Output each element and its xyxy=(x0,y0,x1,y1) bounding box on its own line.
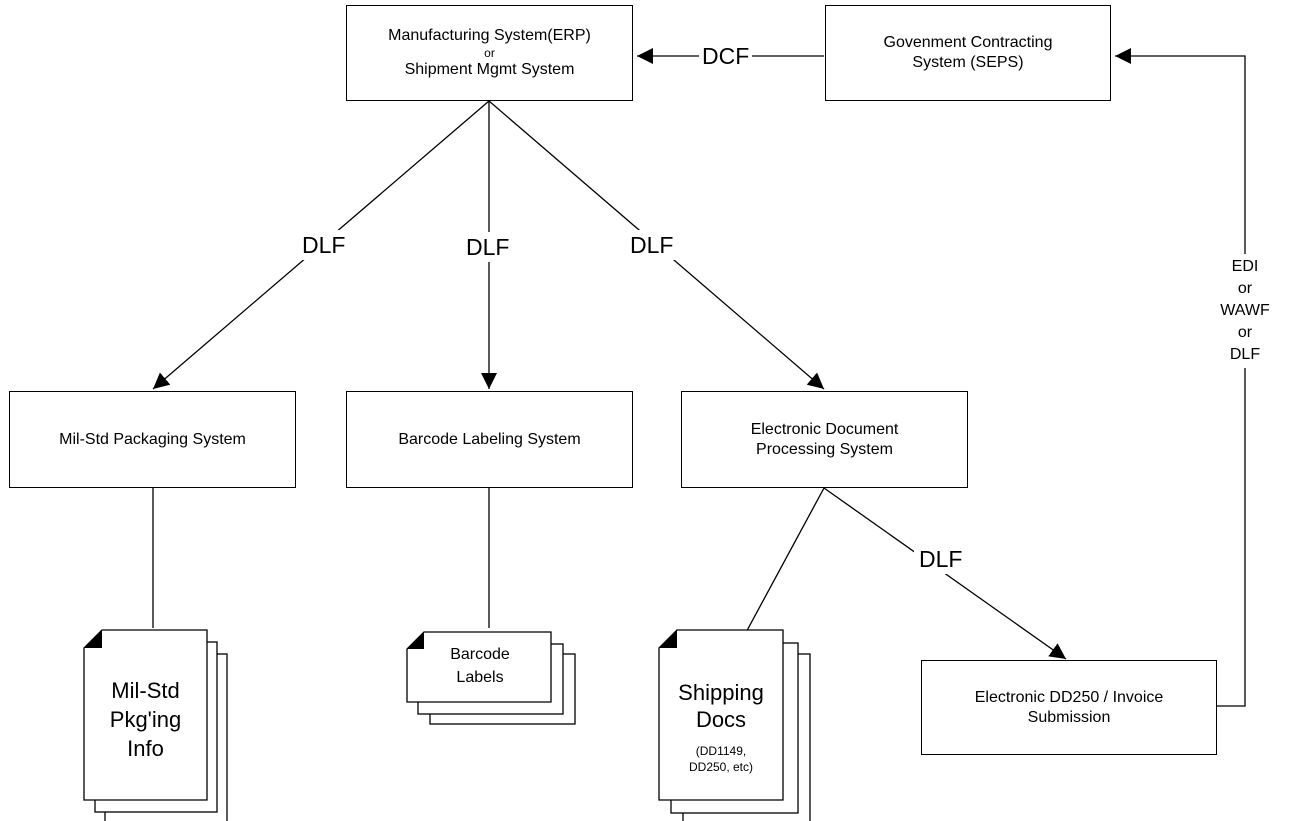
edp-line1: Electronic Document xyxy=(750,420,899,438)
return-connector xyxy=(1115,48,1246,707)
shipping-doc-line2: Docs xyxy=(695,707,747,732)
shipping-doc-line1: Shipping xyxy=(678,680,764,705)
dd250-line2: Submission xyxy=(1027,708,1111,726)
barcode-labels-line2: Labels xyxy=(456,669,504,686)
milstd-doc-line2: Pkg'ing xyxy=(109,707,182,732)
shipping-doc-note2: DD250, etc) xyxy=(688,760,754,774)
barcode-system-label: Barcode Labeling System xyxy=(398,430,581,448)
dlf-left-label: DLF xyxy=(298,230,350,260)
barcode-labels-stack xyxy=(406,631,576,725)
seps-box: Govenment Contracting System (SEPS) xyxy=(825,5,1111,101)
erp-line1: Manufacturing System(ERP) xyxy=(388,27,591,44)
edp-system-box: Electronic Document Processing System xyxy=(681,391,968,488)
milstd-system-box: Mil-Std Packaging System xyxy=(9,391,296,488)
dd250-line1: Electronic DD250 / Invoice xyxy=(974,688,1164,706)
milstd-system-label: Mil-Std Packaging System xyxy=(59,430,246,448)
erp-line2: or xyxy=(484,46,495,60)
dlf-dd250-label: DLF xyxy=(914,544,968,574)
edp-line2: Processing System xyxy=(756,440,893,458)
dd250-box: Electronic DD250 / Invoice Submission xyxy=(921,660,1217,755)
milstd-doc-text: Mil-Std Pkg'ing Info xyxy=(84,676,207,763)
dlf-mid-label: DLF xyxy=(462,232,514,262)
milstd-doc-line3: Info xyxy=(127,736,164,761)
return-line3: WAWF xyxy=(1220,302,1270,319)
milstd-doc-stack xyxy=(83,629,228,821)
shipping-doc-text: Shipping Docs (DD1149, DD250, etc) xyxy=(659,679,783,775)
barcode-system-box: Barcode Labeling System xyxy=(346,391,633,488)
erp-system-box: Manufacturing System(ERP) or Shipment Mg… xyxy=(346,5,633,101)
return-line4: or xyxy=(1237,324,1253,341)
shipping-doc-note1: (DD1149, xyxy=(695,744,747,758)
return-path-label: EDI or WAWF or DLF xyxy=(1218,254,1272,368)
return-line5: DLF xyxy=(1229,346,1261,363)
barcode-labels-text: Barcode Labels xyxy=(420,643,540,689)
return-line1: EDI xyxy=(1231,258,1259,275)
erp-line3: Shipment Mgmt System xyxy=(404,61,575,78)
seps-line2: System (SEPS) xyxy=(912,54,1024,71)
return-line2: or xyxy=(1237,280,1253,297)
seps-line1: Govenment Contracting xyxy=(883,34,1053,51)
milstd-doc-line1: Mil-Std xyxy=(111,678,180,703)
barcode-labels-line1: Barcode xyxy=(450,646,510,663)
dlf-right-label: DLF xyxy=(626,230,678,260)
shipping-doc-stack xyxy=(658,629,811,821)
dcf-label: DCF xyxy=(699,43,753,69)
